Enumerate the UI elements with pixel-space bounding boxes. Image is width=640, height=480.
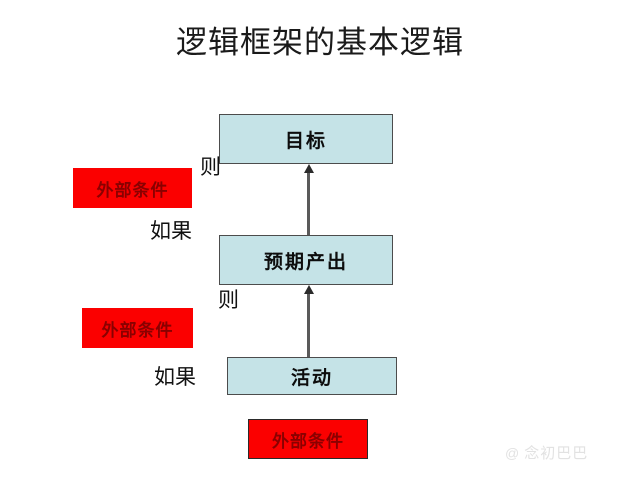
node-external-condition-bottom-label: 外部条件 [272, 431, 344, 451]
page-title: 逻辑框架的基本逻辑 [176, 25, 464, 60]
node-external-condition-top-label: 外部条件 [96, 180, 169, 200]
connective-label-if-upper: 如果 [150, 219, 192, 243]
node-external-condition-bottom[interactable]: 外部条件 [248, 419, 368, 459]
connective-label-if-lower: 如果 [154, 365, 196, 389]
node-expected-output[interactable]: 预期产出 [219, 235, 393, 285]
node-external-condition-top[interactable]: 外部条件 [73, 168, 192, 208]
watermark-at-icon: @ [505, 444, 521, 461]
watermark-text: 念初巴巴 [524, 445, 589, 462]
connective-label-then-lower: 则 [218, 288, 239, 312]
node-activity-label: 活动 [290, 367, 333, 389]
watermark: @ 念初巴巴 [505, 442, 588, 463]
node-external-condition-middle[interactable]: 外部条件 [82, 308, 193, 348]
node-goal[interactable]: 目标 [219, 114, 393, 164]
node-expected-output-label: 预期产出 [263, 251, 348, 273]
arrow-activity-to-output [307, 292, 310, 357]
node-activity[interactable]: 活动 [227, 357, 397, 395]
connective-label-then-upper: 则 [200, 155, 221, 179]
node-external-condition-middle-label: 外部条件 [101, 320, 174, 340]
node-goal-label: 目标 [284, 130, 327, 152]
arrow-output-to-goal [307, 171, 310, 235]
